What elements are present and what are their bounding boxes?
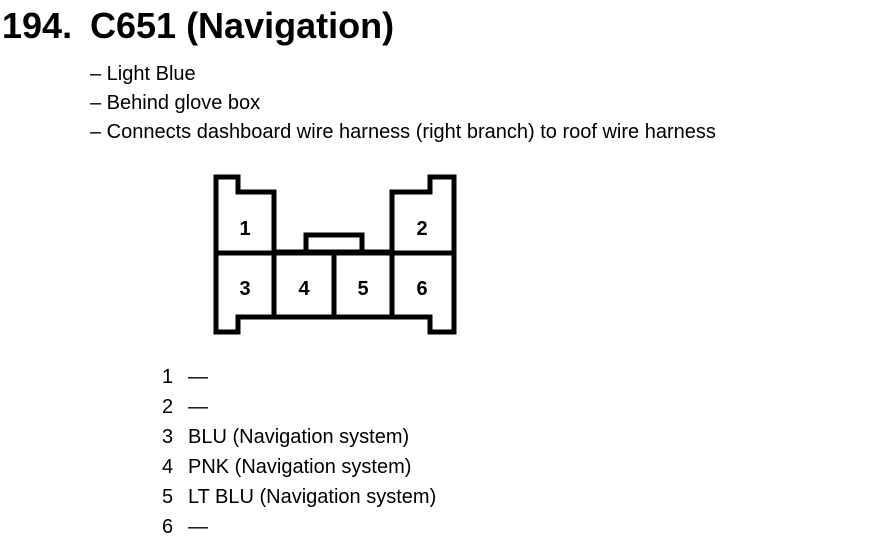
list-item: 1— [162,362,436,392]
cavity-label-5: 5 [357,278,368,300]
pin-description: — [188,366,208,388]
cavity-label-4: 4 [298,278,310,300]
list-item: 5 LT BLU (Navigation system) [162,482,436,512]
note-connection: – Connects dashboard wire harness (right… [90,121,716,143]
section-number: 194. [2,5,73,46]
note-location: – Behind glove box [90,92,261,114]
pin-number: 1 [162,366,174,388]
pin-description: PNK (Navigation system) [188,456,412,478]
cavity-label-6: 6 [416,278,427,300]
list-item: 6— [162,512,436,542]
pin-number: 4 [162,456,174,478]
pin-description: LT BLU (Navigation system) [188,486,437,508]
cavity-label-2: 2 [416,218,427,240]
connector-notes: – Light Blue – Behind glove box – Connec… [90,60,716,147]
list-item: 4 PNK (Navigation system) [162,452,436,482]
pin-number: 6 [162,516,174,538]
connector-title: C651 (Navigation) [90,5,395,46]
pin-description: — [188,396,208,418]
pin-number: 5 [162,486,174,508]
note-color: – Light Blue [90,63,196,85]
connector-outline [213,174,457,335]
connector-diagram: 1 2 3 4 5 6 [213,174,457,335]
list-item: 2— [162,392,436,422]
cavity-label-1: 1 [239,218,250,240]
pin-number: 3 [162,426,174,448]
pin-description: — [188,516,208,538]
pin-number: 2 [162,396,174,418]
locking-tab [303,232,365,252]
list-item: 3 BLU (Navigation system) [162,422,436,452]
pin-description: BLU (Navigation system) [188,426,410,448]
page-title: 194. C651 (Navigation) [2,4,394,48]
cavity-label-3: 3 [239,278,250,300]
